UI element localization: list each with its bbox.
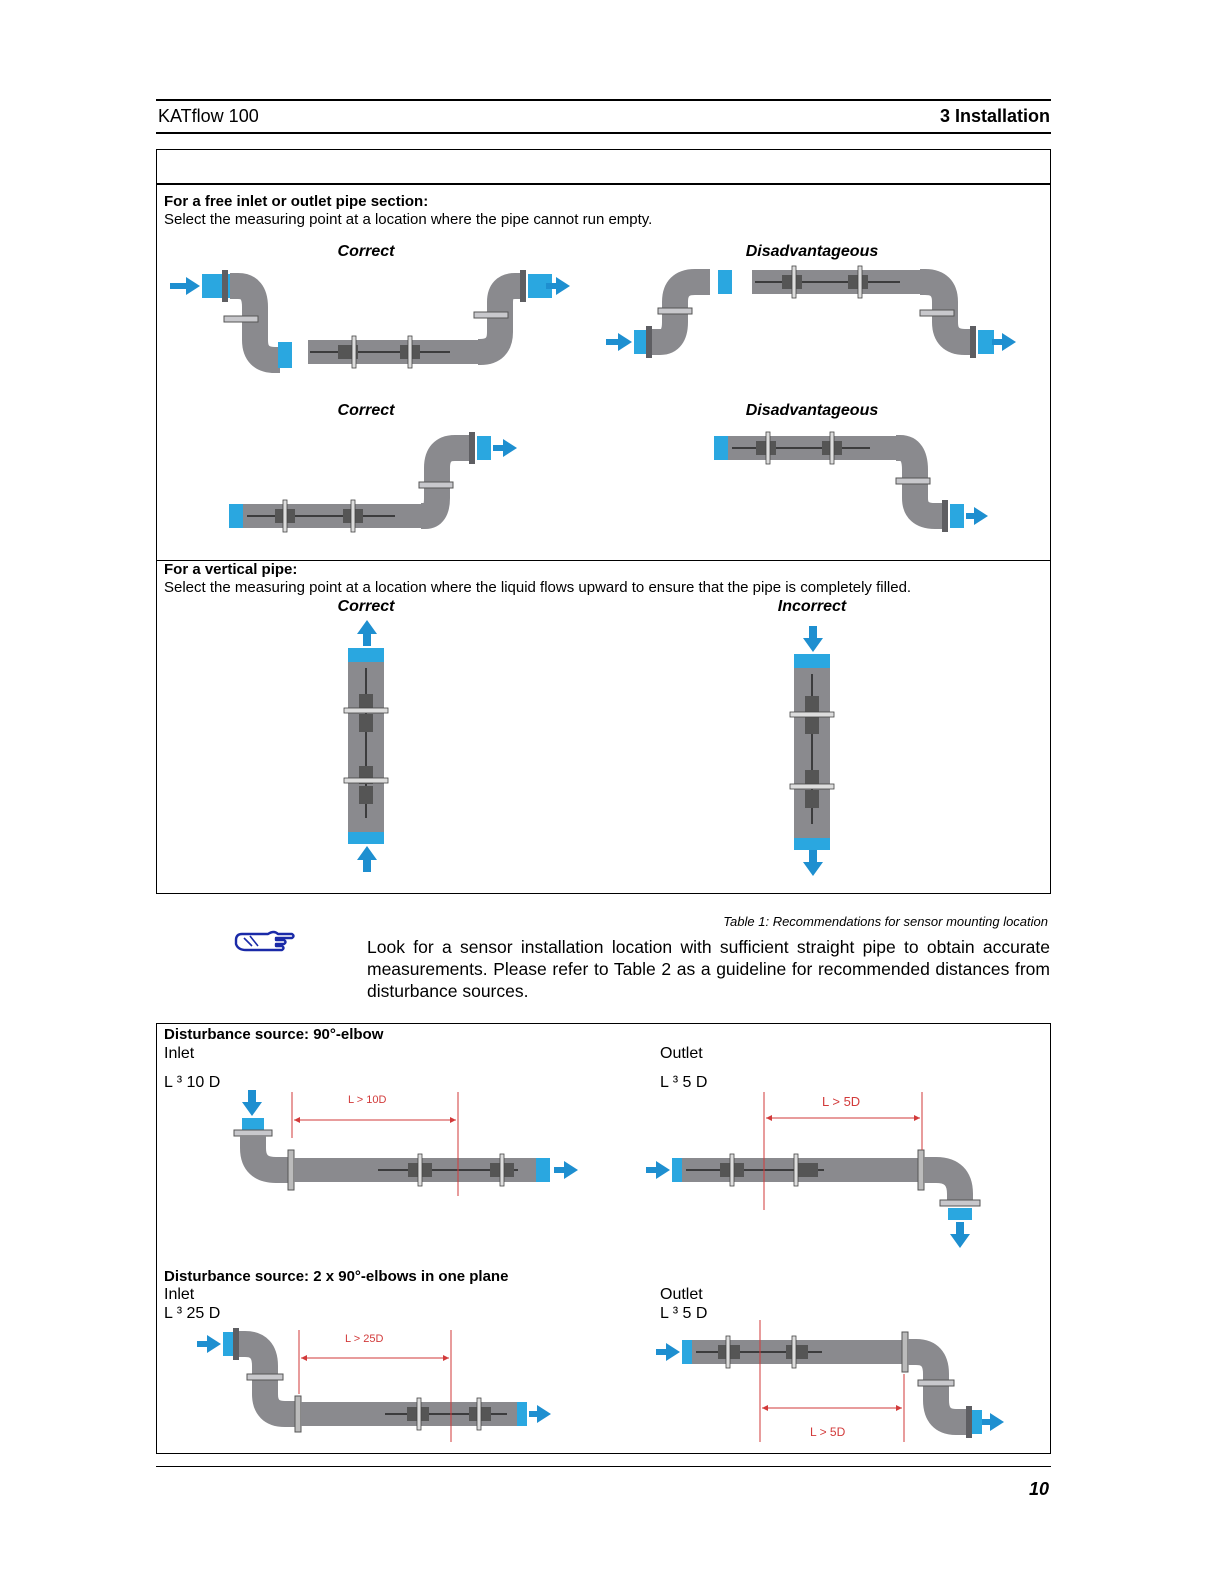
caption-disadvantageous-1: Disadvantageous (745, 243, 879, 260)
diagram-vertical-incorrect (789, 626, 835, 876)
disturbance-2-outlet-requirement: L ³ 5 D (660, 1305, 708, 1322)
dim-label-inlet-1: L > 10D (348, 1094, 386, 1106)
diagram-disadvantageous-free-1 (606, 265, 1016, 358)
diagram-correct-free-2 (229, 432, 517, 533)
header-bottom-rule (156, 132, 1051, 134)
installation-note: Look for a sensor installation location … (367, 937, 1050, 1001)
section-vertical-title: For a vertical pipe: (164, 561, 298, 578)
section-free-title: For a free inlet or outlet pipe section: (164, 193, 429, 210)
dim-label-outlet-1: L > 5D (822, 1094, 860, 1109)
disturbance-1-inlet-label: Inlet (164, 1045, 195, 1062)
diagram-two-elbows-inlet: L > 25D (197, 1328, 551, 1442)
disturbance-1-title: Disturbance source: 90°-elbow (164, 1026, 384, 1043)
disturbance-2-outlet-label: Outlet (660, 1286, 703, 1303)
dim-label-inlet-2: L > 25D (345, 1333, 383, 1345)
caption-correct-vertical: Correct (337, 598, 395, 615)
page-number: 10 (1028, 1479, 1049, 1499)
diagram-vertical-correct (343, 620, 389, 872)
disturbance-2-inlet-label: Inlet (164, 1286, 195, 1303)
disturbance-2-inlet-requirement: L ³ 25 D (164, 1305, 221, 1322)
diagram-disadvantageous-free-2 (714, 431, 988, 532)
caption-disadvantageous-2: Disadvantageous (745, 402, 879, 419)
diagram-elbow-outlet: L > 5D (646, 1092, 981, 1248)
pointing-hand-icon (234, 930, 295, 952)
disturbance-1-outlet-requirement: L ³ 5 D (660, 1074, 708, 1091)
section-vertical-text: Select the measuring point at a location… (164, 579, 912, 596)
footer-rule (156, 1466, 1051, 1467)
section-free-text: Select the measuring point at a location… (164, 211, 653, 228)
document-title: KATflow 100 (158, 106, 259, 126)
disturbance-2-title: Disturbance source: 2 x 90°-elbows in on… (164, 1268, 509, 1285)
table-caption: Table 1: Recommendations for sensor moun… (723, 914, 1048, 929)
diagram-correct-free-1 (170, 270, 570, 373)
disturbance-1-outlet-label: Outlet (660, 1045, 703, 1062)
caption-correct-1: Correct (337, 243, 395, 260)
dim-label-outlet-2: L > 5D (810, 1425, 846, 1439)
header-top-rule (156, 99, 1051, 101)
disturbance-1-inlet-requirement: L ³ 10 D (164, 1074, 221, 1091)
chapter-title: 3 Installation (939, 106, 1050, 126)
caption-correct-2: Correct (337, 402, 395, 419)
caption-incorrect-vertical: Incorrect (777, 598, 847, 615)
diagram-two-elbows-outlet: L > 5D (656, 1320, 1004, 1442)
diagram-elbow-inlet: L > 10D (233, 1090, 578, 1196)
table-row-vertical-pipe (156, 560, 1051, 894)
table-disturbance-sources (156, 1023, 1051, 1454)
table-header-row (156, 149, 1051, 184)
